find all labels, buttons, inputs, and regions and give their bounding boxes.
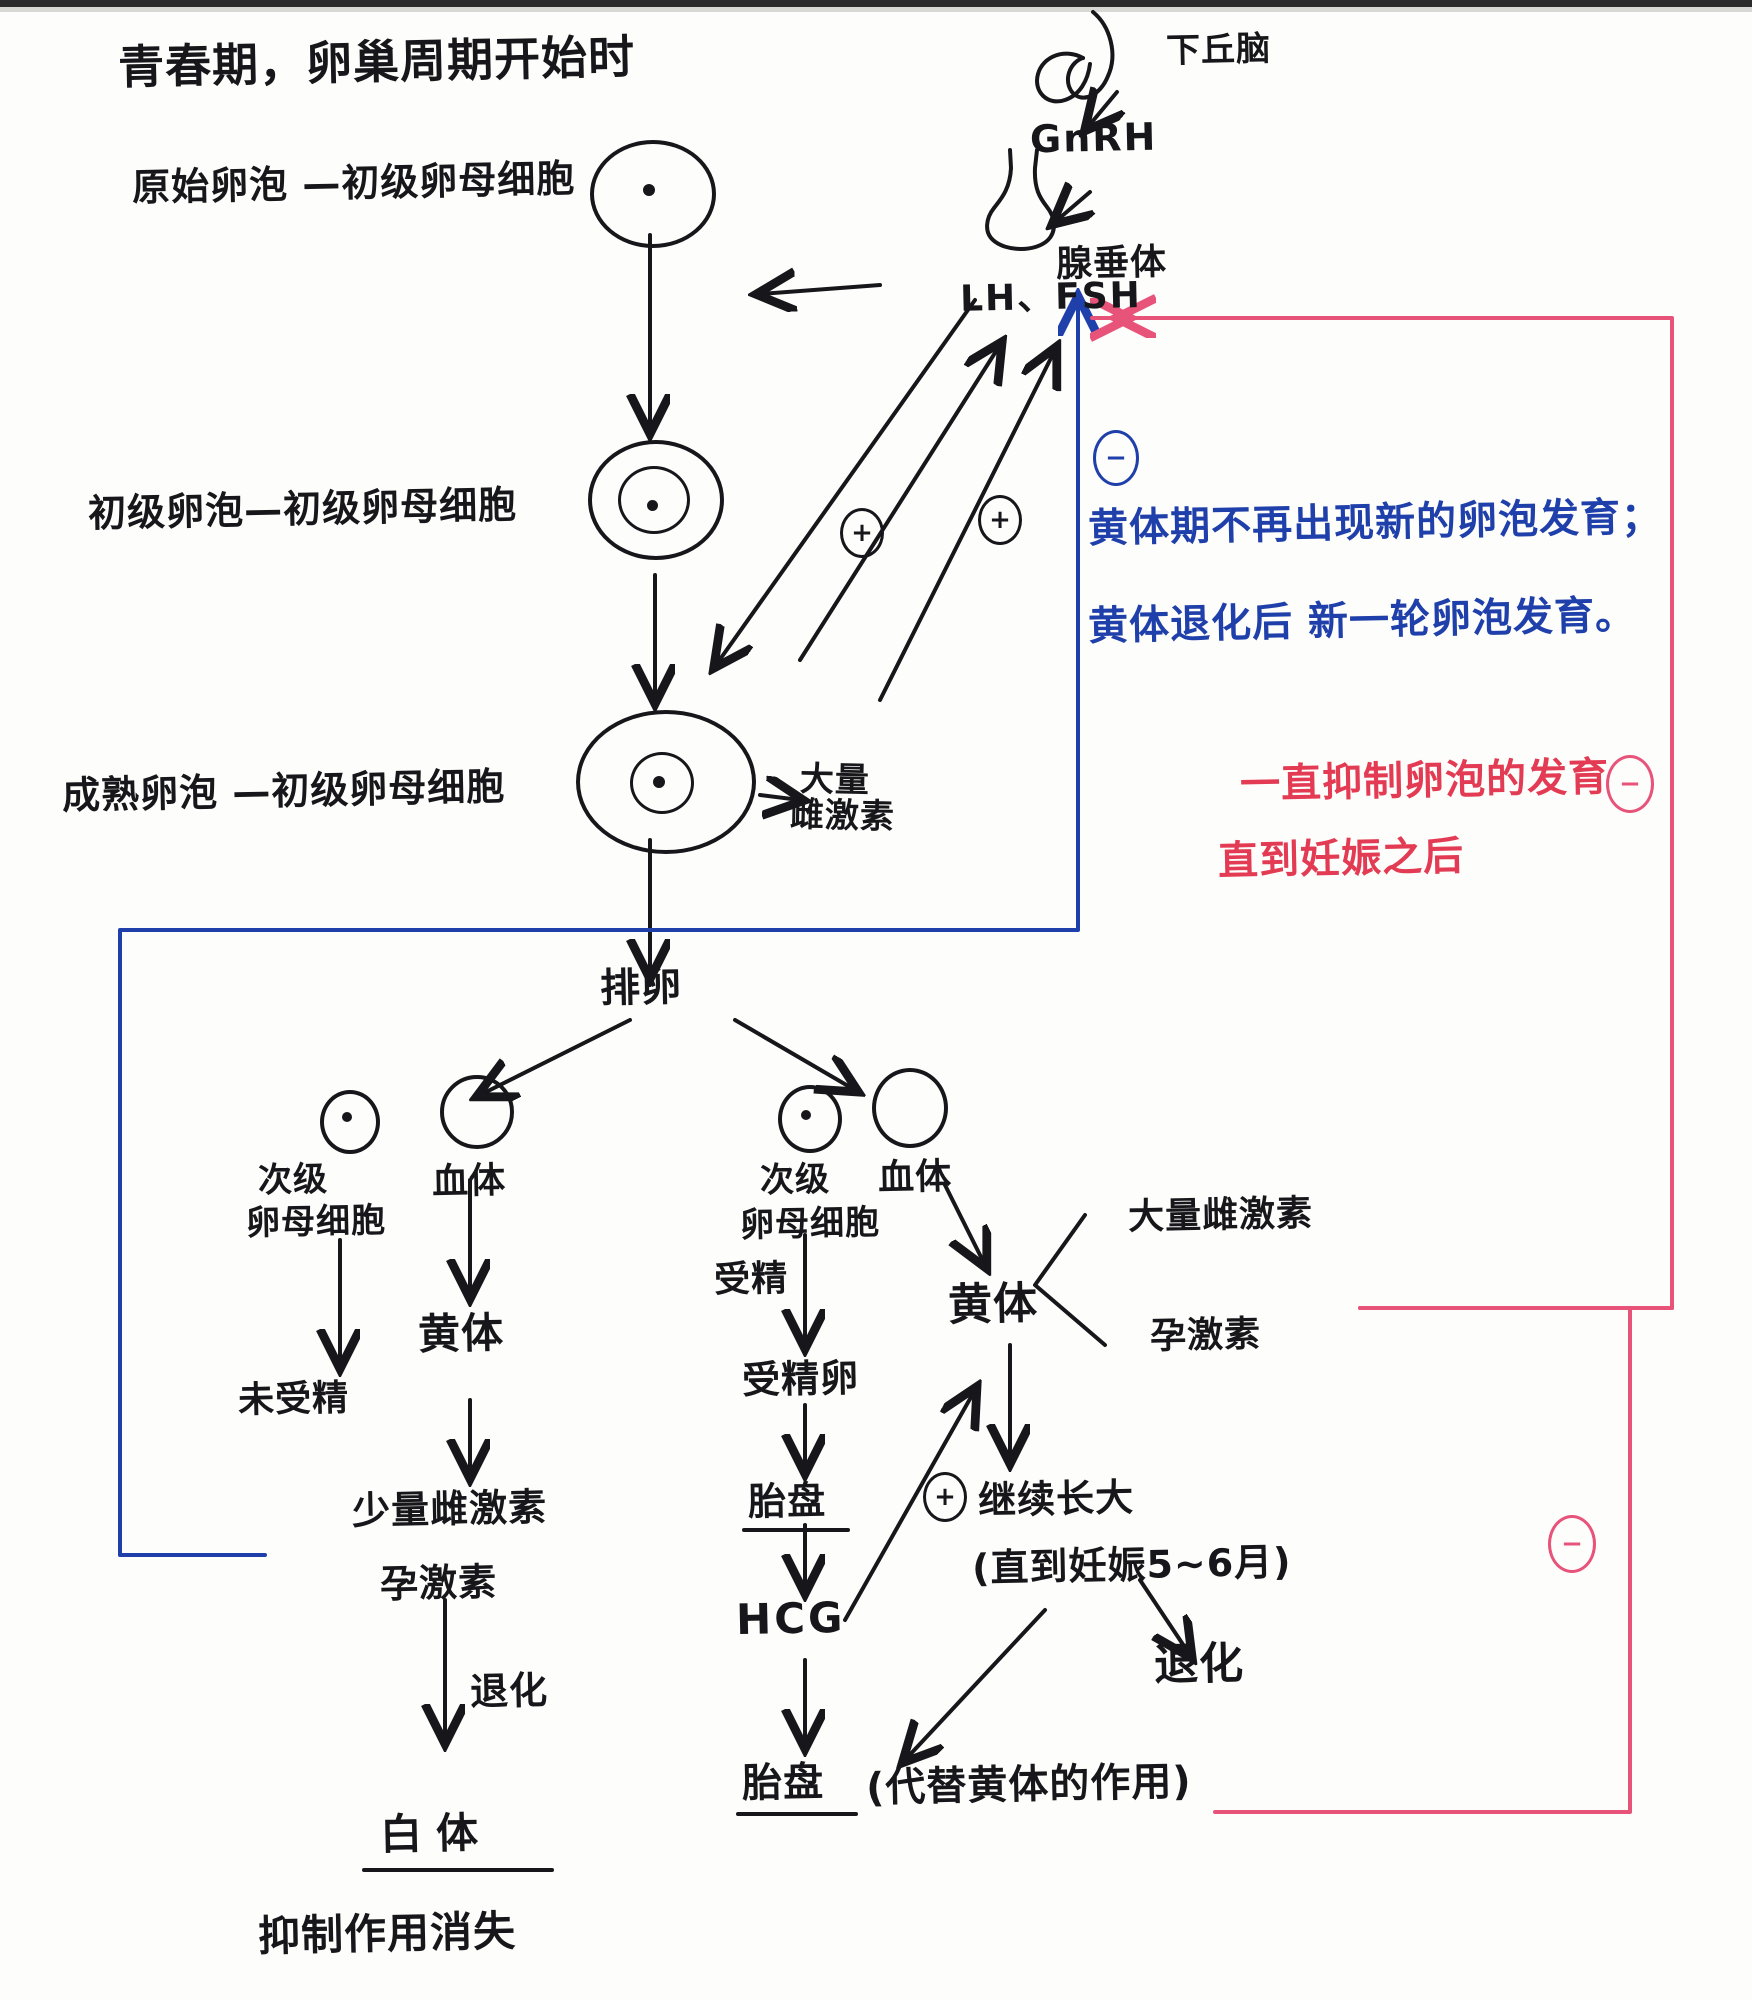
right-placenta2-label: 胎盘 [741, 1759, 825, 1807]
left-hormones-line1: 少量雌激素 [351, 1484, 548, 1534]
right-corpus-luteum-label: 黄体 [947, 1278, 1039, 1331]
left-secondary-oocyte-line2: 卵母细胞 [245, 1200, 387, 1244]
mature-follicle-nucleus [653, 776, 665, 788]
right-placenta-underline [742, 1528, 850, 1532]
corpus-albicans-label: 白体 [379, 1807, 493, 1860]
right-placenta-label: 胎盘 [747, 1478, 827, 1524]
blue-note-line1: 黄体期不再出现新的卵泡发育； [1087, 493, 1663, 553]
right-secondary-oocyte-line2: 卵母细胞 [739, 1202, 881, 1246]
left-degenerate-label: 退化 [469, 1668, 549, 1714]
right-degenerate-label: 退化 [1153, 1638, 1245, 1691]
right-placenta2-underline [736, 1812, 858, 1816]
mature-follicle-circle [576, 710, 756, 854]
primordial-follicle-nucleus [643, 184, 655, 196]
primary-follicle-inner-ring [618, 466, 690, 534]
blue-note-line2: 黄体退化后 新一轮卵泡发育。 [1087, 592, 1637, 650]
follicle-stage-1-label: 初级卵泡—初级卵母细胞 [87, 482, 518, 536]
left-corpus-luteum-label: 黄体 [417, 1308, 505, 1359]
estrogen-large-line2: 雌激素 [789, 794, 896, 838]
right-secondary-oocyte-line1: 次级 [759, 1159, 831, 1201]
right-secondary-oocyte-circle [778, 1085, 842, 1153]
lh-fsh-label: LH、FSH [959, 275, 1143, 320]
left-secondary-oocyte-circle [320, 1090, 380, 1154]
right-keep-growing-label: 继续长大 [977, 1475, 1135, 1523]
plus-sign-keep-growing: + [923, 1472, 967, 1522]
primary-follicle-circle [588, 440, 724, 560]
right-hormone-top: 大量雌激素 [1127, 1193, 1314, 1238]
plus-sign-keep-growing-glyph: + [934, 1482, 956, 1512]
right-placenta2-note: (代替黄体的作用) [865, 1758, 1193, 1812]
inhibition-gone-label: 抑制作用消失 [257, 1906, 517, 1961]
minus-sign-pink-path: − [1548, 1515, 1596, 1573]
minus-sign-pink-path-glyph: − [1561, 1529, 1583, 1559]
hypothalamus-label: 下丘脑 [1165, 28, 1272, 72]
minus-sign-blue-glyph: − [1105, 443, 1127, 473]
left-hormones-line2: 孕激素 [379, 1559, 498, 1607]
right-hcg-label: HCG [735, 1592, 846, 1645]
left-unfertilized-label: 未受精 [237, 1377, 350, 1422]
pink-note-line2: 直到妊娠之后 [1217, 833, 1465, 885]
plus-sign-1-glyph: + [851, 518, 873, 548]
plus-sign-2-glyph: + [989, 505, 1011, 535]
minus-sign-pink-note-glyph: − [1619, 769, 1641, 799]
right-fertilize-label: 受精 [713, 1258, 789, 1301]
gnrh-label: GnRH [1029, 114, 1158, 162]
page-title: 青春期，卵巢周期开始时 [117, 29, 636, 95]
right-secondary-oocyte-nucleus [801, 1110, 811, 1120]
plus-sign-1: + [840, 508, 884, 558]
page-top-edge-light [0, 7, 1752, 12]
follicle-stage-2-label: 成熟卵泡 —初级卵母细胞 [61, 764, 506, 818]
left-blood-body-circle [440, 1075, 514, 1149]
page-top-edge-dark [0, 0, 1752, 7]
minus-sign-blue: − [1093, 430, 1139, 486]
left-secondary-oocyte-nucleus [342, 1112, 352, 1122]
right-keep-growing-note: (直到妊娠5~6月) [971, 1539, 1292, 1591]
primordial-follicle-circle [590, 140, 716, 248]
right-hormone-bottom: 孕激素 [1149, 1313, 1262, 1358]
pink-note-line1: 一直抑制卵泡的发育 [1239, 754, 1610, 808]
right-blood-body-label: 血体 [877, 1156, 953, 1199]
ovulation-label: 排卵 [599, 964, 683, 1012]
primary-follicle-nucleus [647, 500, 658, 511]
mature-follicle-inner-ring [630, 752, 694, 814]
follicle-stage-0-label: 原始卵泡 —初级卵母细胞 [131, 156, 576, 210]
minus-sign-pink-note: − [1606, 755, 1654, 813]
right-zygote-label: 受精卵 [741, 1355, 860, 1403]
plus-sign-2: + [978, 495, 1022, 545]
corpus-albicans-underline [362, 1868, 554, 1872]
left-blood-body-label: 血体 [431, 1160, 507, 1203]
right-blood-body-circle [872, 1068, 948, 1148]
